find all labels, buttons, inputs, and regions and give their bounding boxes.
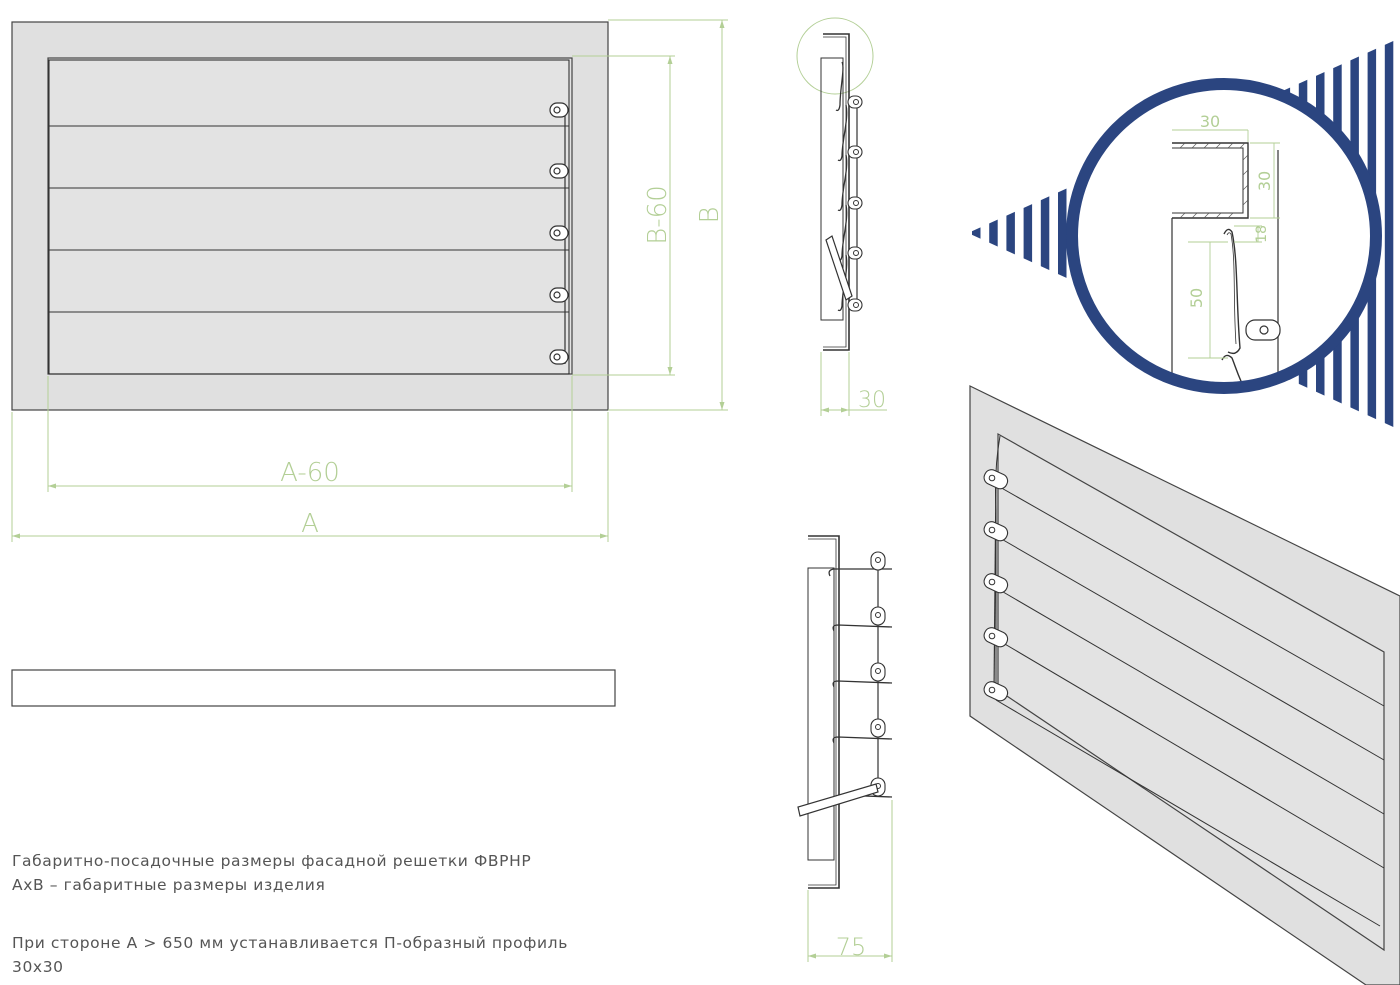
triangle-stripe	[1384, 38, 1394, 430]
dim-blade-label: 50	[1187, 288, 1206, 308]
blade-lines	[49, 125, 569, 313]
detail-circle-bg	[1072, 84, 1376, 388]
dim-height-inner-label: B-60	[643, 185, 673, 245]
iso-blade-lines	[997, 485, 1385, 869]
hinge-pin	[988, 474, 996, 482]
side-view-closed: 30	[796, 17, 887, 416]
front-dimensions	[11, 19, 728, 542]
triangle-stripe	[1040, 38, 1050, 430]
dim-flange-height-label: 30	[1255, 171, 1274, 191]
hinge-tab	[983, 469, 1009, 490]
caption-profile-note: При стороне А > 650 мм устанавливается П…	[12, 934, 568, 976]
side-view-open: 75	[797, 535, 893, 962]
detail-callout: 30 30 18 50	[1171, 112, 1281, 388]
caption-block-2: При стороне А > 650 мм устанавливается П…	[12, 931, 622, 979]
hinge-pin	[853, 302, 859, 308]
front-hinges	[549, 102, 569, 365]
hinge-pin	[875, 724, 881, 730]
hinge-pin	[553, 229, 561, 237]
detail-circle-ring	[1066, 78, 1382, 394]
dim-flange-width-label: 30	[1200, 112, 1220, 131]
hinge-tab	[983, 521, 1009, 542]
hinge-pin	[988, 686, 996, 694]
hinge-tab	[983, 681, 1009, 702]
hinge-tab	[983, 573, 1009, 594]
side-closed-hinges	[847, 95, 863, 312]
hinge-pin	[988, 526, 996, 534]
inner-frame	[47, 57, 573, 375]
front-arrows	[12, 20, 725, 539]
caption-dimensions-note: AxB – габаритные размеры изделия	[12, 876, 326, 894]
triangle-stripe	[1058, 38, 1067, 430]
detail-marker-circle	[796, 17, 874, 95]
triangle-stripe	[989, 38, 998, 430]
hinge-pin	[553, 106, 561, 114]
caption-title: Габаритно-посадочные размеры фасадной ре…	[12, 852, 532, 870]
iso-hinges	[983, 469, 1009, 702]
dim-depth-closed-label: 30	[858, 388, 886, 413]
dim-height-label: B	[695, 206, 725, 223]
triangle-stripe	[972, 38, 981, 430]
hinge-pin	[853, 99, 859, 105]
inner-border	[48, 59, 570, 375]
hinge-pin	[553, 167, 561, 175]
hinge-tab	[983, 627, 1009, 648]
side-open-hinges	[870, 551, 886, 797]
dim-gap-label: 18	[1254, 225, 1270, 243]
dim-width-inner-label: A-60	[280, 458, 340, 488]
hinge-pin	[853, 250, 859, 256]
triangle-stripe	[1023, 38, 1033, 430]
hinge-pin	[875, 668, 881, 674]
iso-panel	[997, 432, 1385, 952]
hinge-pin	[553, 291, 561, 299]
side-closed-blades	[835, 61, 848, 312]
isometric-view	[969, 385, 1400, 985]
hinge-pin	[875, 557, 881, 563]
side-closed-frame	[823, 33, 850, 351]
dim-depth-open-label: 75	[836, 933, 867, 961]
hinge-pin	[988, 632, 996, 640]
hinge-pin	[988, 578, 996, 586]
side-open-frame	[808, 535, 840, 889]
bottom-view	[11, 669, 616, 707]
hinge-pin	[853, 200, 859, 206]
front-view: A-60 A B-60 B	[11, 19, 728, 542]
hinge-pin	[553, 353, 561, 361]
hinge-pin	[875, 612, 881, 618]
caption-block-1: Габаритно-посадочные размеры фасадной ре…	[12, 849, 622, 897]
triangle-stripe	[1006, 38, 1015, 430]
dim-width-label: A	[301, 509, 319, 539]
hinge-pin	[853, 149, 859, 155]
side-closed-lever	[825, 235, 853, 301]
side-open-lever	[797, 783, 879, 817]
